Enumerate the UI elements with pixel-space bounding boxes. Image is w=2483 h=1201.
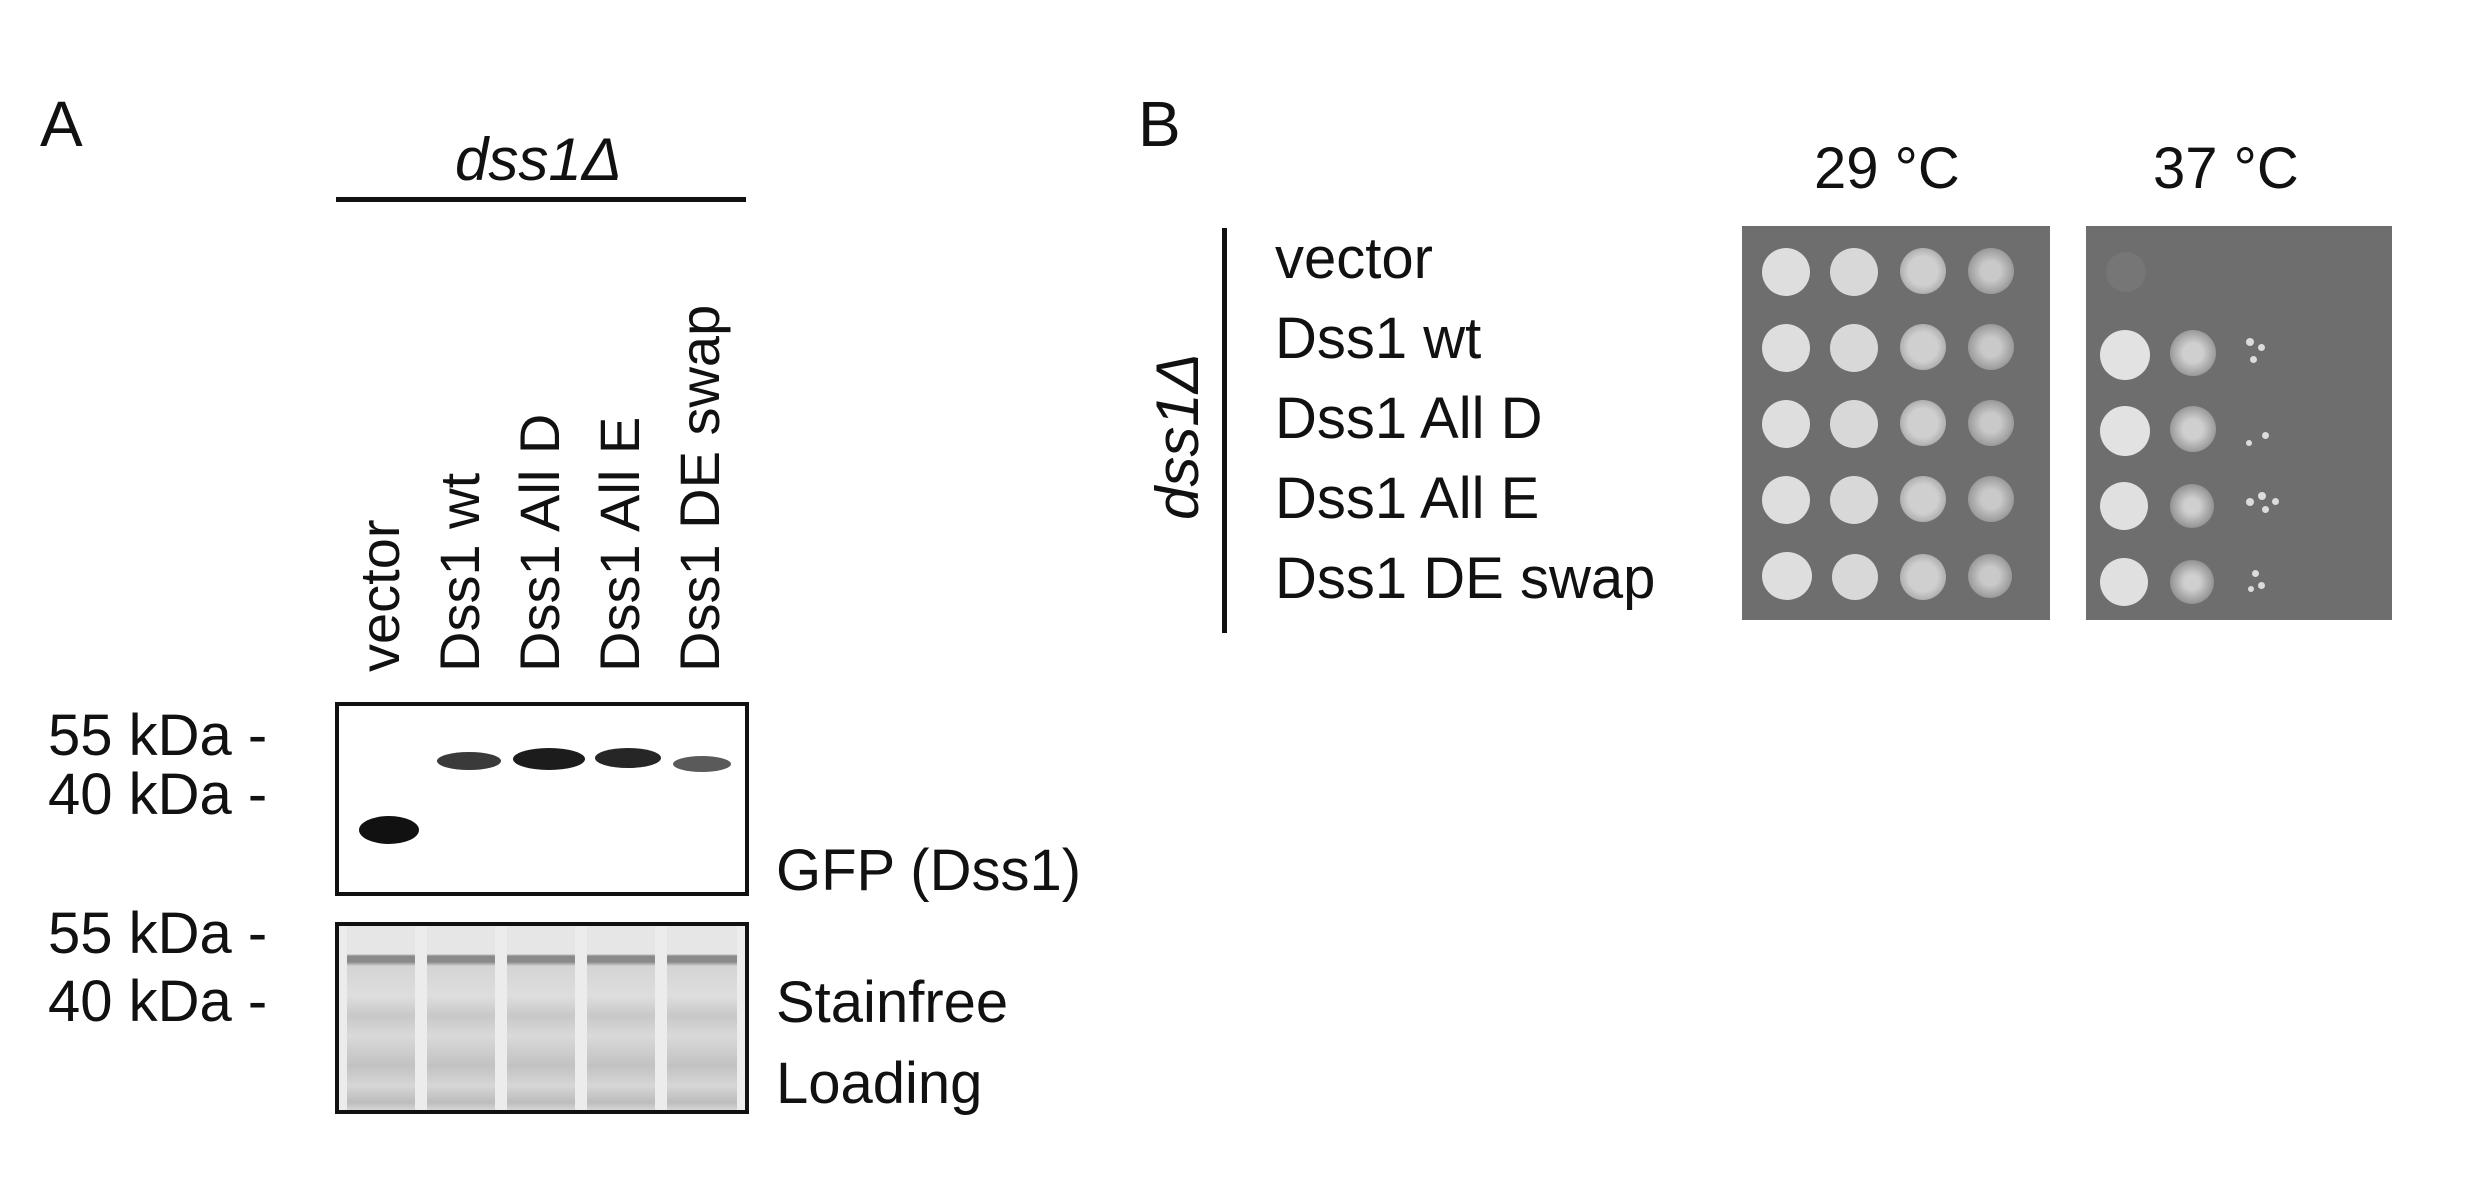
spot	[1968, 248, 2014, 294]
lane-label-dss1-de-swap: Dss1 DE swap	[668, 304, 731, 672]
loading-lane	[667, 926, 737, 1110]
spot	[1968, 400, 2014, 446]
plate-29c	[1742, 226, 2050, 620]
spot	[2252, 570, 2259, 577]
panel-a-letter: A	[40, 88, 83, 160]
lane-label-dss1-all-d: Dss1 All D	[508, 413, 571, 672]
spot	[1832, 554, 1878, 600]
spot	[2258, 344, 2265, 351]
spot	[2272, 498, 2279, 505]
spot	[2258, 582, 2265, 589]
spot	[1900, 554, 1946, 600]
spot	[1900, 400, 1946, 446]
loading-lane	[427, 926, 495, 1110]
loading-blot	[335, 922, 749, 1114]
gfp-marker-55kda: 55 kDa -	[48, 703, 268, 768]
spot	[1762, 248, 1810, 296]
spot	[1900, 476, 1946, 522]
temperature-29c: 29 °C	[1814, 136, 1960, 201]
panel-a-genotype-bar	[336, 197, 746, 202]
band-dss1-all-e	[595, 748, 661, 768]
spot	[2100, 482, 2148, 530]
strain-label-dss1-all-e: Dss1 All E	[1275, 466, 1540, 531]
panel-b-letter: B	[1138, 88, 1181, 160]
spot	[1830, 324, 1878, 372]
spot	[1830, 476, 1878, 524]
spot	[2262, 506, 2269, 513]
spot	[1968, 324, 2014, 370]
temperature-37c: 37 °C	[2153, 136, 2299, 201]
plate-37c	[2086, 226, 2392, 620]
loading-marker-40kda: 40 kDa -	[48, 969, 268, 1034]
spot	[1968, 476, 2014, 522]
spot	[2246, 338, 2254, 346]
spot	[2100, 406, 2150, 456]
gfp-blot-label: GFP (Dss1)	[776, 838, 1082, 903]
spot	[1968, 554, 2012, 598]
spot	[2170, 560, 2214, 604]
spot	[2170, 406, 2216, 452]
spot	[1762, 400, 1810, 448]
spot	[1762, 324, 1810, 372]
spot	[1900, 324, 1946, 370]
band-dss1-all-d	[513, 748, 585, 770]
lane-label-vector: vector	[348, 519, 411, 673]
spot	[1762, 552, 1812, 600]
band-dss1-de-swap	[673, 756, 731, 772]
strain-label-dss1-wt: Dss1 wt	[1275, 306, 1482, 371]
spot	[2170, 484, 2214, 528]
panel-b-genotype: dss1Δ	[1144, 353, 1211, 520]
spot	[2248, 586, 2254, 592]
panel-b-genotype-bar	[1222, 228, 1227, 633]
strain-label-vector: vector	[1275, 226, 1433, 291]
loading-marker-55kda: 55 kDa -	[48, 901, 268, 966]
spot	[2106, 252, 2146, 292]
spot	[2262, 432, 2269, 439]
spot	[2250, 356, 2257, 363]
spot	[2258, 492, 2266, 500]
spot	[1830, 248, 1878, 296]
loading-blot-label-line1: Stainfree	[776, 970, 1009, 1035]
spot	[1762, 476, 1810, 524]
spot	[2170, 330, 2216, 376]
spot	[2246, 498, 2254, 506]
gfp-marker-40kda: 40 kDa -	[48, 762, 268, 827]
lane-label-dss1-all-e: Dss1 All E	[588, 416, 651, 672]
spot	[1830, 400, 1878, 448]
spot	[1900, 248, 1946, 294]
band-dss1-wt	[437, 752, 501, 770]
spot	[2246, 440, 2252, 446]
band-vector	[359, 816, 419, 844]
loading-lane	[507, 926, 575, 1110]
loading-blot-label-line2: Loading	[776, 1051, 983, 1116]
strain-label-dss1-de-swap: Dss1 DE swap	[1275, 546, 1656, 611]
lane-label-dss1-wt: Dss1 wt	[428, 472, 491, 672]
spot	[2100, 558, 2148, 606]
gfp-blot	[335, 702, 749, 896]
spot	[2100, 330, 2150, 380]
loading-lane	[347, 926, 415, 1110]
loading-lane	[587, 926, 655, 1110]
panel-a-genotype: dss1Δ	[455, 126, 622, 193]
strain-label-dss1-all-d: Dss1 All D	[1275, 386, 1543, 451]
